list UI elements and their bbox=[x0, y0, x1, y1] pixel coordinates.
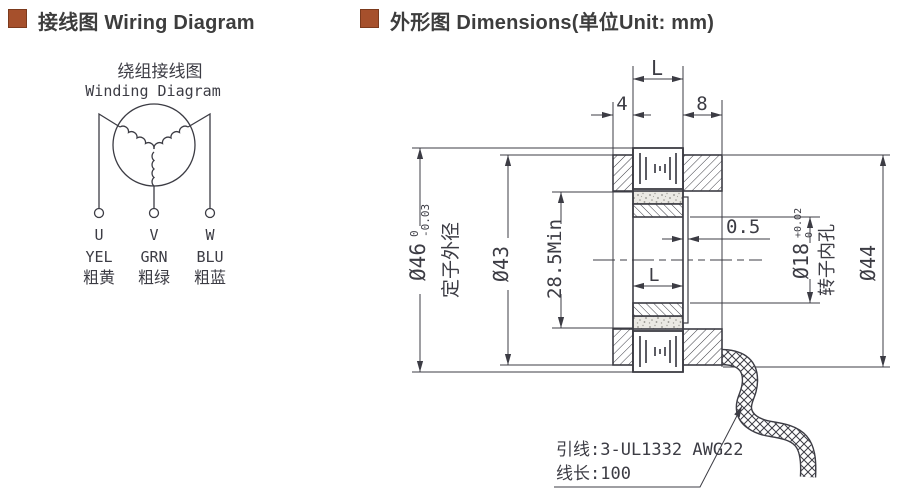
svg-text:28.5Min: 28.5Min bbox=[544, 219, 566, 299]
winding-title-cn: 绕组接线图 bbox=[118, 62, 203, 81]
svg-text:Ø18: Ø18 bbox=[789, 243, 813, 279]
dim-text-d43: Ø43 bbox=[489, 246, 513, 282]
svg-text:Ø43: Ø43 bbox=[489, 246, 513, 282]
winding-symbol-top bbox=[639, 153, 677, 184]
color-cn-w: 粗蓝 bbox=[194, 269, 226, 287]
terminal-labels: U V W YEL GRN BLU 粗黄 粗绿 粗蓝 bbox=[83, 226, 226, 287]
coil-left bbox=[119, 125, 155, 150]
coil-windings bbox=[119, 125, 189, 187]
lead-wires bbox=[98, 112, 211, 208]
lead-cable bbox=[719, 348, 817, 478]
phase-label-u: U bbox=[94, 226, 103, 244]
coil-right bbox=[153, 125, 189, 150]
core-block-top-left bbox=[612, 154, 634, 192]
color-cn-v: 粗绿 bbox=[138, 269, 170, 287]
core-block-bottom-left bbox=[612, 328, 634, 366]
winding-diagram: 绕组接线图 Winding Diagram U V W bbox=[83, 62, 226, 287]
wiring-section-header: 接线图 Wiring Diagram bbox=[8, 6, 255, 35]
note-line2: 线长:100 bbox=[556, 464, 631, 484]
dimension-drawing: 引线:3-UL1332 AWG22 线长:100 L 4 8 L 0.5 Ø46… bbox=[406, 56, 890, 488]
cable-note: 引线:3-UL1332 AWG22 线长:100 bbox=[554, 405, 744, 488]
phase-label-v: V bbox=[149, 226, 158, 244]
dimension-texts: L 4 8 L 0.5 Ø46 0 -0.03 定子外径 Ø43 28.5Min bbox=[406, 56, 880, 299]
color-code-v: GRN bbox=[140, 248, 167, 266]
insulation-band-bottom bbox=[632, 315, 684, 330]
section-bullet-icon bbox=[8, 9, 27, 28]
sleeve-band-top bbox=[632, 203, 684, 218]
wiring-section-title: 接线图 Wiring Diagram bbox=[38, 12, 255, 34]
leader-line bbox=[554, 405, 743, 488]
dim-text-285min: 28.5Min bbox=[544, 219, 566, 299]
svg-text:Ø46: Ø46 bbox=[406, 243, 430, 281]
svg-text:转子内孔: 转子内孔 bbox=[817, 224, 837, 296]
dim-text-L-top: L bbox=[651, 56, 663, 80]
coil-bottom bbox=[151, 151, 155, 187]
d18-tol-dn: 0 bbox=[804, 232, 815, 238]
dim-text-4: 4 bbox=[616, 93, 627, 115]
dim-label-rotor-bore: 转子内孔 bbox=[817, 224, 837, 296]
core-block-top-right bbox=[682, 154, 723, 192]
dim-label-stator-od: 定子外径 bbox=[440, 222, 462, 298]
note-line1: 引线:3-UL1332 AWG22 bbox=[556, 440, 744, 460]
insulation-band-top bbox=[632, 190, 684, 205]
terminal-w bbox=[204, 207, 216, 219]
stator-body bbox=[612, 147, 723, 373]
d46-tol-dn: -0.03 bbox=[419, 204, 432, 237]
terminal-v bbox=[148, 207, 160, 219]
core-block-bottom-right bbox=[682, 328, 723, 366]
terminals bbox=[93, 207, 216, 219]
dim-text-L-inner: L bbox=[649, 265, 660, 286]
dim-text-d44: Ø44 bbox=[856, 245, 880, 281]
d46-tol-up: 0 bbox=[408, 230, 421, 237]
section-bullet-icon bbox=[360, 9, 379, 28]
lead-u bbox=[98, 112, 121, 208]
winding-title-en: Winding Diagram bbox=[85, 82, 220, 100]
dim-text-8: 8 bbox=[696, 93, 707, 115]
sleeve-band-bottom bbox=[632, 302, 684, 317]
svg-text:Ø44: Ø44 bbox=[856, 245, 880, 281]
dim-text-d46: Ø46 0 -0.03 bbox=[406, 204, 432, 281]
color-code-w: BLU bbox=[196, 248, 223, 266]
dim-text-05: 0.5 bbox=[726, 216, 760, 238]
construction-lines bbox=[412, 66, 890, 373]
dimensions-section-header: 外形图 Dimensions(单位Unit: mm) bbox=[360, 6, 714, 35]
color-code-u: YEL bbox=[85, 248, 112, 266]
winding-symbol-bottom bbox=[639, 336, 677, 367]
lead-w bbox=[187, 112, 211, 208]
dimensions-section-title: 外形图 Dimensions(单位Unit: mm) bbox=[390, 12, 715, 34]
terminal-u bbox=[93, 207, 105, 219]
color-cn-u: 粗黄 bbox=[83, 269, 115, 287]
dimension-lines bbox=[416, 75, 887, 372]
svg-text:定子外径: 定子外径 bbox=[440, 222, 462, 298]
stator-circle bbox=[112, 103, 196, 187]
phase-label-w: W bbox=[205, 226, 215, 244]
dim-text-d18: Ø18 +0.02 0 bbox=[789, 208, 815, 279]
d18-tol-up: +0.02 bbox=[793, 208, 804, 238]
